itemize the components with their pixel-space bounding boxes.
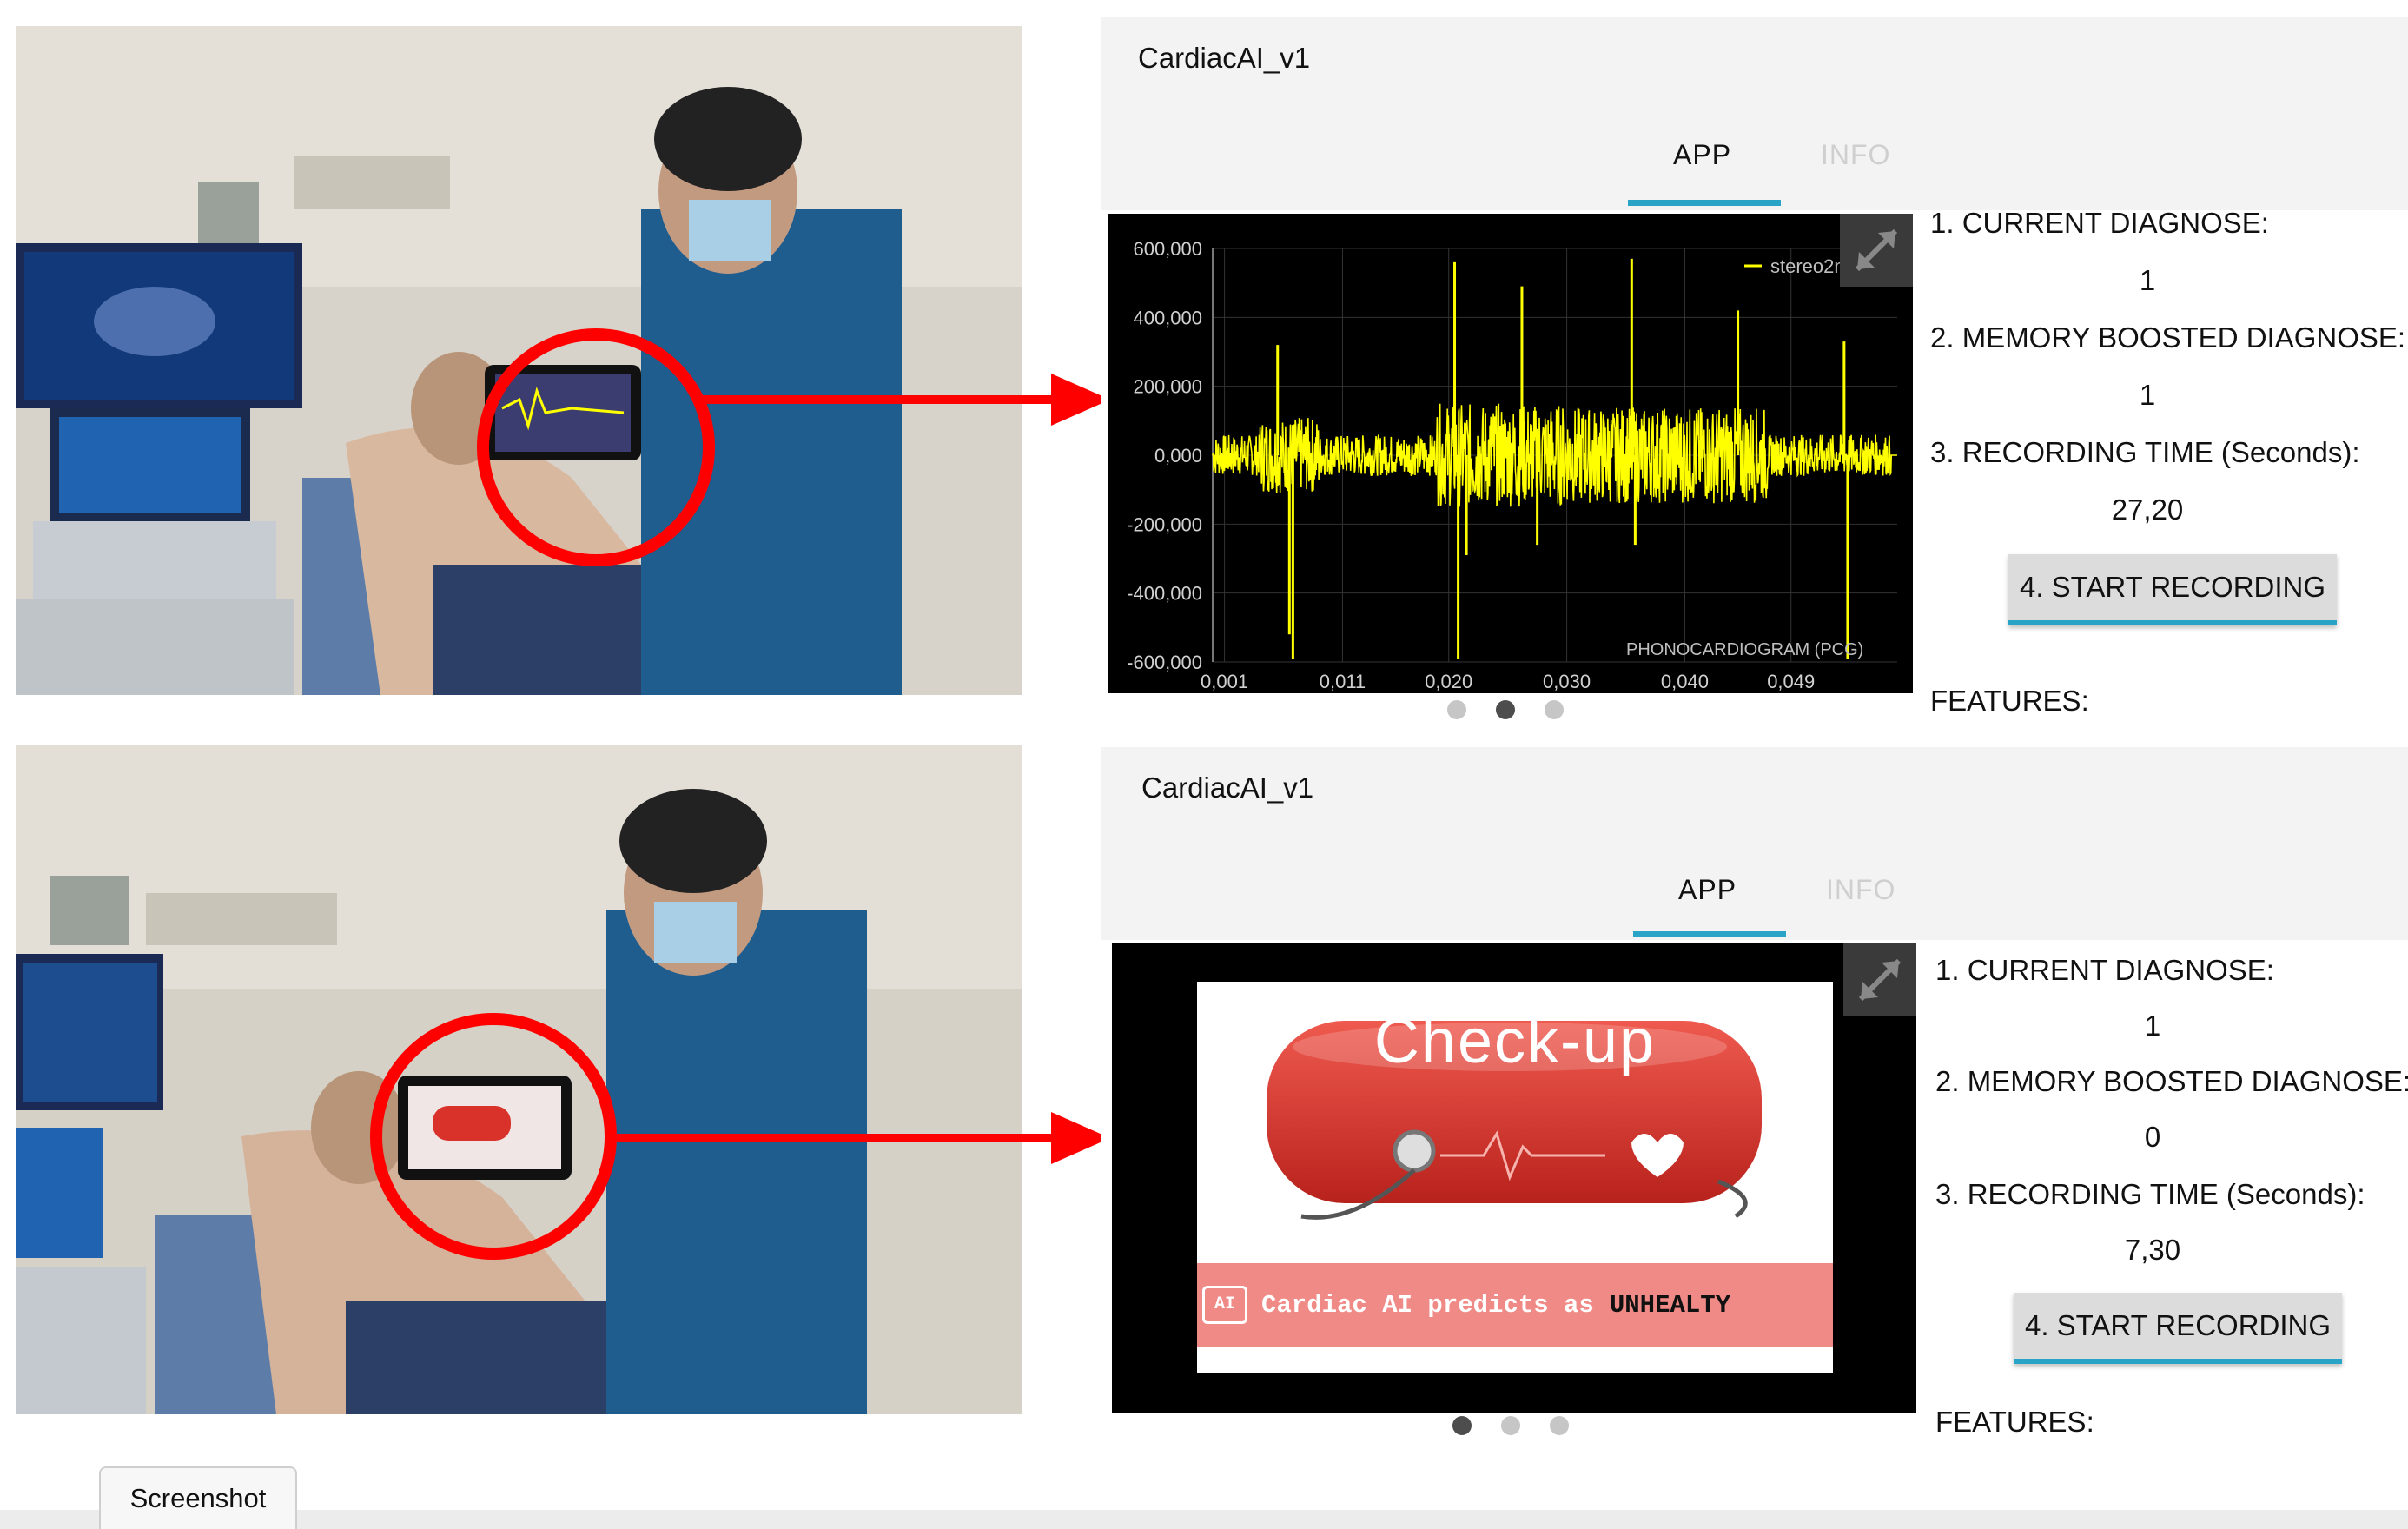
app-title: CardiacAI_v1 [1138, 42, 1311, 74]
current-diagnose-label: 1. CURRENT DIAGNOSE: [1930, 207, 2269, 239]
y-tick-label: -200,000 [1127, 513, 1202, 535]
screenshot-button[interactable]: Screenshot [99, 1466, 297, 1529]
y-tick-label: 0,000 [1154, 445, 1202, 467]
recording-time-label: 3. RECORDING TIME (Seconds): [1935, 1178, 2365, 1210]
app-bar: CardiacAI_v1 APP INFO [1101, 747, 2408, 940]
page-indicator [1447, 700, 1564, 719]
features-label: FEATURES: [1935, 1406, 2094, 1438]
x-tick-label: 0,011 [1320, 671, 1366, 692]
y-tick-labels: 600,000 400,000 200,000 0,000 -200,000 -400,0… [1127, 238, 1202, 673]
app-panel-bottom: CardiacAI_v1 APP INFO [1101, 747, 2408, 1460]
diagnose-list: 1. CURRENT DIAGNOSE: 1 2. MEMORY BOOSTED… [1935, 954, 2408, 1458]
active-tab-indicator [1633, 931, 1786, 937]
chart-annotation: PHONOCARDIOGRAM (PCG) [1626, 640, 1863, 659]
photo-bottom-clinician-tablet [16, 745, 1022, 1414]
x-tick-label: 0,020 [1425, 671, 1472, 692]
page-dot-active[interactable] [1452, 1416, 1472, 1435]
pcg-chart: 600,000 400,000 200,000 0,000 -200,000 -400,0… [1127, 238, 1897, 692]
bottom-strip [0, 1510, 2408, 1529]
tab-app[interactable]: APP [1673, 139, 1732, 170]
tab-info[interactable]: INFO [1826, 874, 1896, 905]
y-tick-label: 400,000 [1133, 307, 1202, 328]
tab-app[interactable]: APP [1678, 874, 1737, 905]
photo-top-illustration [16, 26, 1022, 695]
recording-time-value: 27,20 [2111, 493, 2184, 526]
current-diagnose-label: 1. CURRENT DIAGNOSE: [1935, 954, 2274, 986]
expand-icon[interactable] [1843, 943, 1916, 1016]
x-tick-label: 0,049 [1767, 671, 1815, 692]
prediction-result: UNHEALTY [1609, 1290, 1731, 1320]
current-diagnose-value: 1 [2144, 1009, 2161, 1042]
active-tab-indicator [1628, 200, 1781, 206]
recording-time-value: 7,30 [2124, 1234, 2181, 1266]
current-diagnose-value: 1 [2139, 264, 2156, 296]
pcg-spikes [1276, 258, 1849, 659]
page-dot[interactable] [1501, 1416, 1520, 1435]
y-tick-label: 600,000 [1133, 238, 1202, 260]
pcg-series-stereo2mono [1212, 403, 1897, 507]
prediction-text: Cardiac AI predicts as [1261, 1290, 1594, 1320]
page-dot[interactable] [1545, 700, 1564, 719]
memory-boosted-diagnose-value: 1 [2139, 379, 2156, 411]
y-tick-label: -400,000 [1127, 583, 1202, 605]
start-recording-button[interactable]: 4. START RECORDING [2014, 1293, 2342, 1364]
memory-boosted-diagnose-value: 0 [2144, 1121, 2161, 1153]
prediction-banner: AI Cardiac AI predicts as UNHEALTY [1197, 1263, 1833, 1347]
prediction-panel: Check-up AI Cardiac AI predicts as UNHEA… [1112, 943, 1916, 1413]
x-tick-label: 0,040 [1661, 671, 1709, 692]
recording-time-label: 3. RECORDING TIME (Seconds): [1930, 436, 2360, 468]
y-tick-label: -600,000 [1127, 652, 1202, 673]
features-label: FEATURES: [1930, 685, 2089, 717]
memory-boosted-diagnose-label: 2. MEMORY BOOSTED DIAGNOSE: [1930, 321, 2406, 354]
app-panel-top: CardiacAI_v1 APP INFO 600,000 400,000 200,… [1101, 17, 2408, 730]
photo-bottom-illustration [16, 745, 1022, 1414]
diagnose-list: 1. CURRENT DIAGNOSE: 1 2. MEMORY BOOSTED… [1930, 207, 2408, 728]
heart-icon [1631, 1134, 1684, 1177]
checkup-image: Check-up AI Cardiac AI predicts as UNHEA… [1197, 982, 1833, 1373]
ai-chip-icon: AI [1202, 1286, 1247, 1324]
x-tick-label: 0,030 [1543, 671, 1591, 692]
photo-top-clinician-tablet [16, 26, 1022, 695]
x-tick-label: 0,001 [1201, 671, 1248, 692]
pcg-chart-panel: 600,000 400,000 200,000 0,000 -200,000 -400,0… [1108, 214, 1913, 693]
y-tick-label: 200,000 [1133, 376, 1202, 398]
page-indicator [1452, 1416, 1569, 1435]
stethoscope-icon [1393, 1129, 1436, 1173]
expand-icon[interactable] [1840, 214, 1913, 287]
arrow-bottom [608, 1112, 1110, 1164]
memory-boosted-diagnose-label: 2. MEMORY BOOSTED DIAGNOSE: [1935, 1065, 2408, 1097]
app-title: CardiacAI_v1 [1141, 771, 1314, 804]
x-tick-labels: 0,001 0,011 0,020 0,030 0,040 0,049 [1201, 671, 1815, 692]
app-bar: CardiacAI_v1 APP INFO [1101, 17, 2408, 210]
page-dot[interactable] [1550, 1416, 1569, 1435]
page-dot[interactable] [1447, 700, 1466, 719]
page-dot-active[interactable] [1496, 700, 1515, 719]
tab-info[interactable]: INFO [1821, 139, 1891, 170]
arrow-top [695, 374, 1110, 426]
checkup-illustration [1267, 1021, 1762, 1220]
start-recording-button[interactable]: 4. START RECORDING [2008, 554, 2337, 626]
checkup-title: Check-up [1373, 1007, 1657, 1076]
